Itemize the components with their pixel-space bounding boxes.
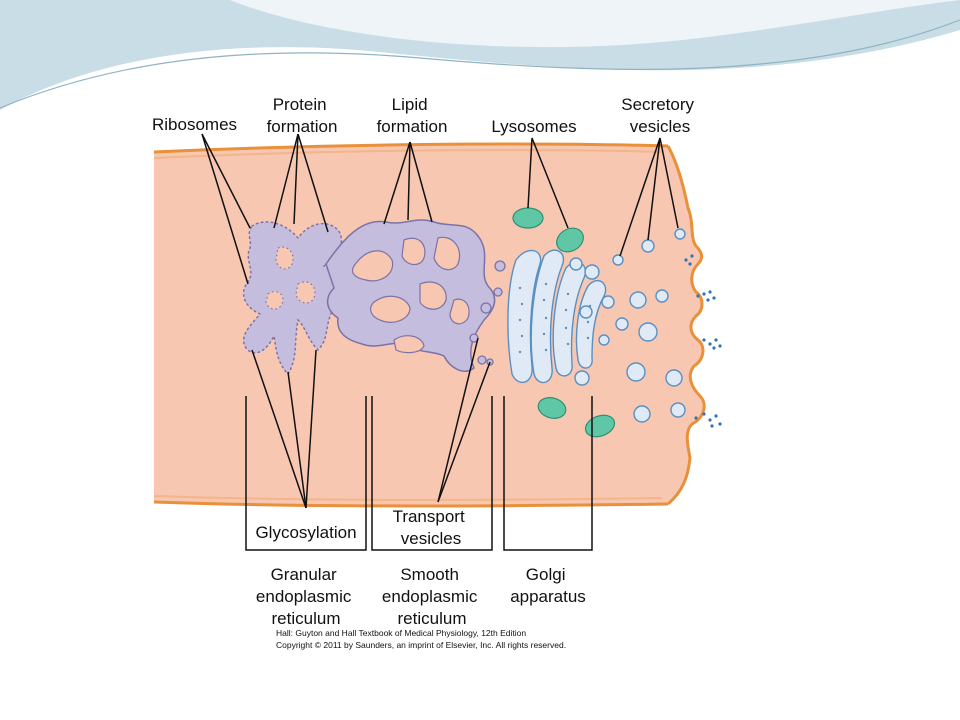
transport-vesicle [494,260,506,272]
cell-membrane-right [666,145,706,506]
smooth-endoplasmic-reticulum [325,219,496,372]
label-protein-formation: Protein formation [267,95,338,136]
credit-line-1: Hall: Guyton and Hall Textbook of Medica… [276,628,527,638]
cell-organelle-figure: Ribosomes Protein formation Lipid format… [148,88,726,650]
secretory-vesicle [626,362,646,382]
golgi-cisterna [530,249,565,384]
transport-vesicle [480,302,492,314]
secretory-vesicles [598,228,686,423]
label-lipid-formation: Lipid formation [377,95,448,136]
lysosome [512,207,544,229]
golgi-apparatus [507,249,607,386]
credit-line-2: Copyright © 2011 by Saunders, an imprint… [276,640,567,650]
endoplasmic-reticulum-golgi-diagram: Ribosomes Protein formation Lipid format… [152,95,722,628]
bracket-golgi [503,396,593,551]
cell-membrane-top-inner [153,149,663,159]
secretory-vesicle [641,239,655,253]
secretory-vesicle [629,291,647,309]
transport-vesicles [469,260,506,366]
label-lysosomes: Lysosomes [491,117,576,136]
secretory-vesicle [601,295,615,309]
caption-smooth-er: Smooth endoplasmic reticulum [382,565,482,628]
label-leader-lines [201,133,679,509]
golgi-cisterna [507,249,542,384]
caption-golgi: Golgi apparatus [510,565,586,606]
secretory-vesicle [615,317,629,331]
cell-membrane-bottom-inner [153,495,663,501]
label-glycosylation: Glycosylation [255,523,356,542]
secretory-vesicle [638,322,658,342]
bracket-smooth-er [371,396,493,551]
label-secretory-vesicles: Secretory vesicles [621,95,698,136]
secretory-vesicle [633,405,651,423]
secretory-vesicle [655,289,669,303]
region-brackets [245,396,593,551]
transport-vesicle [493,287,503,297]
secretory-vesicle [670,402,686,418]
golgi-vesicle [584,264,600,280]
cell-membrane-top [153,142,669,154]
header-line [0,19,960,109]
golgi-vesicle [579,305,593,319]
label-ribosomes: Ribosomes [152,115,237,134]
transport-vesicle [477,355,487,365]
label-transport-vesicles: Transport vesicles [393,507,470,548]
header-swoosh-light [230,0,960,48]
secretory-vesicle [674,228,686,240]
caption-granular-er: Granular endoplasmic reticulum [256,565,356,628]
bracket-granular-er [245,396,367,551]
golgi-vesicle [574,370,590,386]
secretory-vesicle [612,254,624,266]
granular-endoplasmic-reticulum [242,221,343,376]
lysosomes [512,207,616,438]
lysosome [556,227,584,253]
secretory-vesicle [598,334,610,346]
golgi-vesicle [569,257,583,271]
cell-membrane-bottom [153,500,669,508]
secretory-vesicle [665,369,683,387]
golgi-cisterna [575,280,607,369]
lysosome [537,397,567,419]
exocytosis-secretions [684,254,722,428]
